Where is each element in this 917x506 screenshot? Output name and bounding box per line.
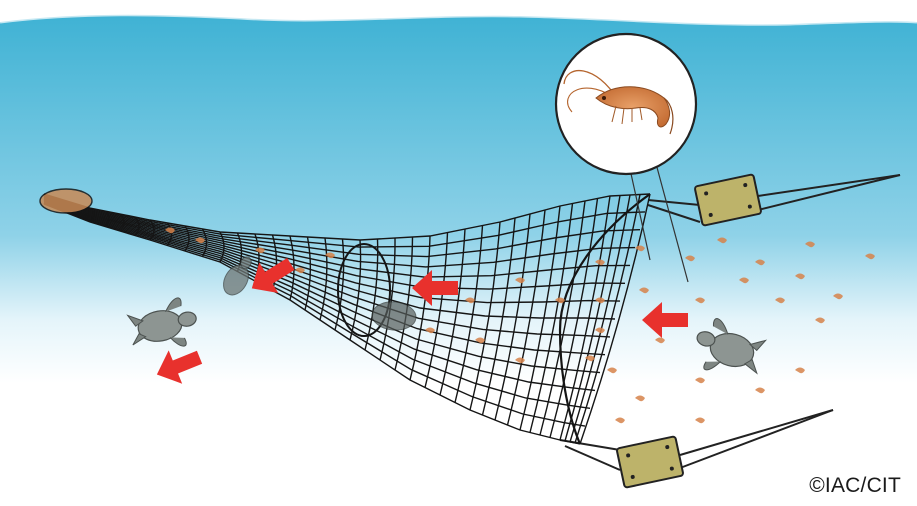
codend-catch <box>40 189 92 213</box>
water-background <box>0 15 917 506</box>
copyright-credit: ©IAC/CIT <box>809 474 901 498</box>
